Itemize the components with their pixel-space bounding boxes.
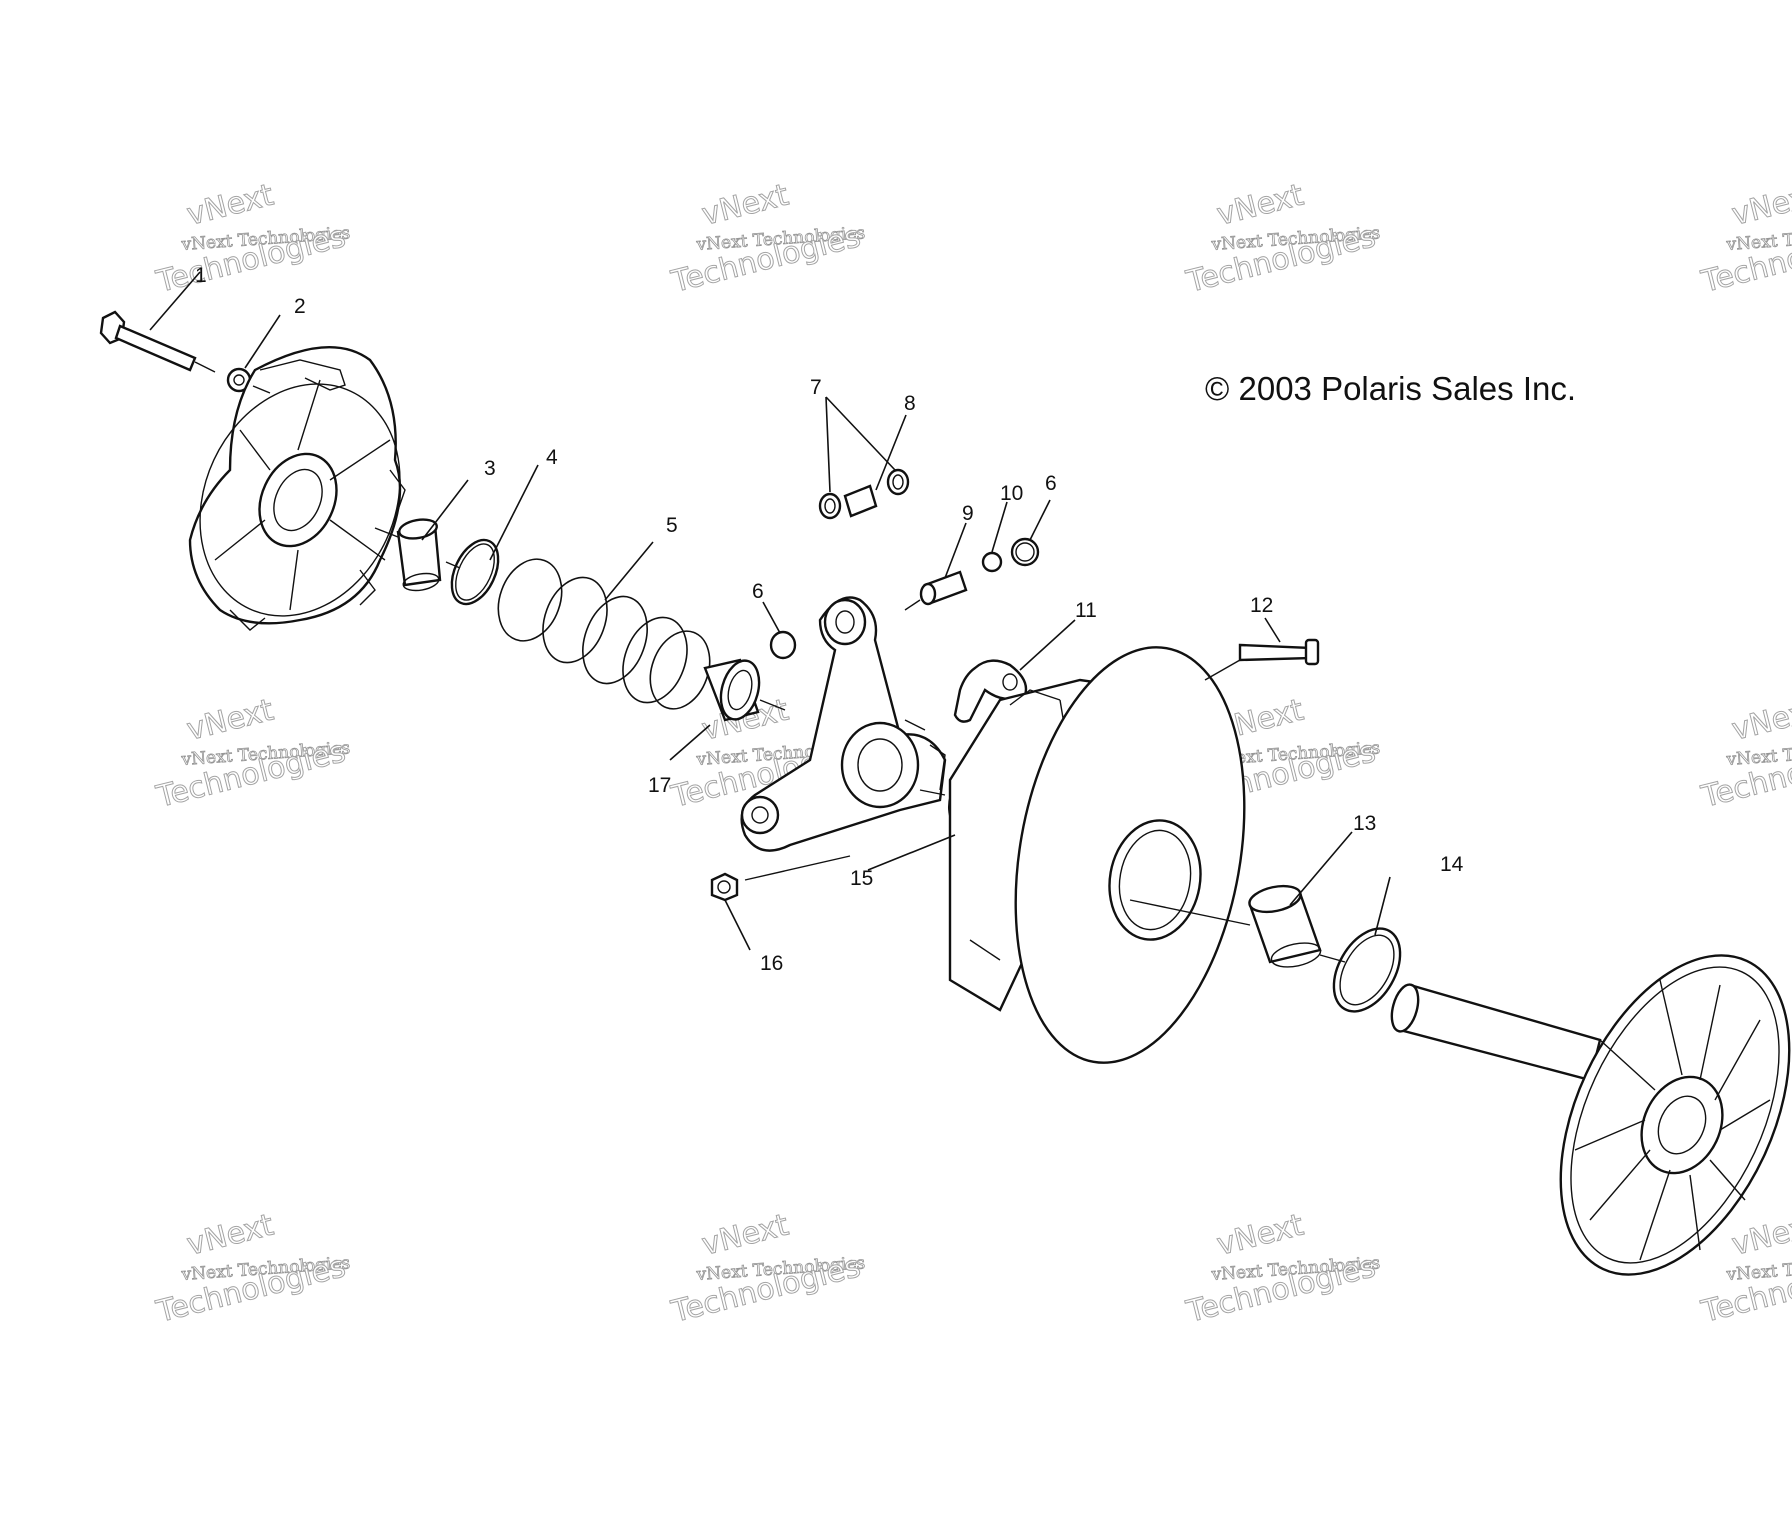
watermark: vNext vNext Technologies Technologies <box>1182 1207 1381 1330</box>
leader-line <box>421 479 469 541</box>
watermark: vNext vNext Technologies Technologies <box>1697 692 1792 815</box>
watermark-text: vNext <box>1728 178 1792 233</box>
callout-6b: 6 <box>1045 472 1057 495</box>
callout-15: 15 <box>850 867 873 890</box>
watermark: vNext vNext Technologies Technologies <box>667 177 866 300</box>
callout-4: 4 <box>546 446 558 469</box>
leader-line <box>762 601 781 634</box>
assembly-axis <box>194 361 1346 963</box>
watermark: vNext vNext Technologies Technologies <box>1697 177 1792 300</box>
leader-lines <box>149 271 1391 951</box>
callout-2: 2 <box>294 295 306 318</box>
watermark-text: vNext <box>1728 693 1792 748</box>
callout-11: 11 <box>1075 599 1097 622</box>
watermark: vNext vNext Technologies Technologies <box>152 692 351 815</box>
leader-line <box>1289 831 1353 906</box>
leader-line <box>1264 617 1281 643</box>
callout-3: 3 <box>484 457 496 480</box>
callout-9: 9 <box>962 502 974 525</box>
callout-14: 14 <box>1440 853 1464 876</box>
part-fixed-sheave <box>1390 954 1791 1276</box>
watermark-text: vNext <box>698 1208 792 1263</box>
leader-line <box>825 396 896 493</box>
part-roller-pin <box>919 570 968 606</box>
part-spring-seat <box>703 658 761 722</box>
part-roller <box>769 630 797 660</box>
watermark-text: vNext <box>698 178 792 233</box>
watermark: vNext vNext Technologies Technologies <box>667 1207 866 1330</box>
callout-16: 16 <box>760 952 783 975</box>
watermark-text: vNext <box>183 178 277 233</box>
callout-17: 17 <box>648 774 671 797</box>
part-sheave-bushing <box>1248 884 1322 968</box>
part-nut <box>710 872 739 902</box>
part-pivot-pin <box>1238 638 1320 666</box>
copyright-notice: © 2003 Polaris Sales Inc. <box>1205 370 1576 407</box>
part-weight <box>953 659 1028 723</box>
callout-13: 13 <box>1353 812 1376 835</box>
leader-line <box>489 464 539 561</box>
watermark: vNext vNext Technologies Technologies <box>152 177 351 300</box>
callout-5: 5 <box>666 514 678 537</box>
watermark-text: vNext <box>183 1208 277 1263</box>
part-bolt <box>99 310 197 372</box>
leader-line <box>944 522 967 579</box>
part-bushing <box>396 518 442 592</box>
watermark: vNext vNext Technologies Technologies <box>152 1207 351 1330</box>
leader-line <box>867 834 956 871</box>
part-moveable-sheave <box>948 646 1246 1064</box>
callout-7: 7 <box>810 376 822 399</box>
callout-8: 8 <box>904 392 916 415</box>
leader-line <box>604 541 654 601</box>
callout-1: 1 <box>195 264 207 287</box>
part-thrust-washer <box>981 551 1003 573</box>
leader-line <box>244 314 281 369</box>
leader-line <box>991 501 1008 553</box>
part-pin-assembly <box>818 468 910 520</box>
leader-line <box>875 414 907 491</box>
watermark: vNext vNext Technologies Technologies <box>1182 177 1381 300</box>
watermark-text: vNext <box>183 693 277 748</box>
callout-6a: 6 <box>752 580 764 603</box>
watermark-text: vNext <box>1213 178 1307 233</box>
sheave-spokes <box>1574 979 1771 1261</box>
callout-10: 10 <box>1000 482 1023 505</box>
watermark-text: vNext <box>1213 1208 1307 1263</box>
leader-line <box>1374 876 1391 936</box>
leader-line <box>1019 619 1076 671</box>
leader-line <box>669 724 711 761</box>
part-sheave-seal <box>1332 927 1402 1013</box>
part-spring <box>497 558 711 710</box>
part-snap-ring <box>450 538 500 606</box>
callout-labels: 1 2 3 4 5 6 6 7 8 9 10 11 12 13 14 15 16… <box>195 264 1464 975</box>
part-spider <box>740 596 947 852</box>
leader-line <box>149 271 201 331</box>
watermark-text: vNext <box>1728 1208 1792 1263</box>
callout-12: 12 <box>1250 594 1273 617</box>
part-roller-right <box>1010 537 1040 567</box>
leader-line <box>724 899 751 951</box>
leader-line <box>1029 499 1051 541</box>
part-cover <box>188 345 406 631</box>
